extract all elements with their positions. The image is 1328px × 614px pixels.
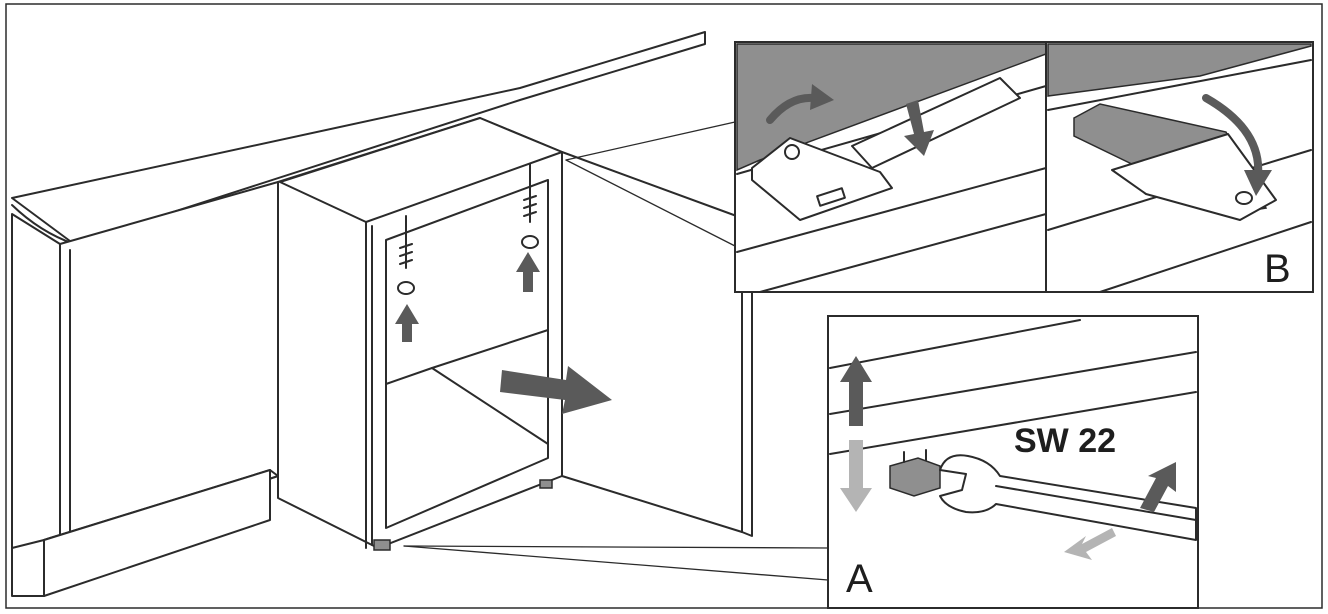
detail-panel-leveling: SW 22 A [827, 315, 1199, 609]
push-arrow-icon [516, 252, 540, 292]
push-arrow-icon [840, 356, 872, 426]
detail-panel-hinge: B [734, 41, 1314, 293]
wrench-size-label: SW 22 [1014, 422, 1116, 460]
push-arrow-icon [395, 304, 419, 342]
refrigerator [277, 117, 563, 551]
refrigerator-door [561, 151, 753, 537]
screw-icon [397, 215, 415, 295]
push-arrow-icon [840, 440, 872, 512]
refrigerator-back-foot [539, 479, 553, 489]
curved-arrow-icon [1064, 528, 1116, 560]
curved-arrow-icon [1202, 94, 1263, 180]
detail-label-b: B [1264, 247, 1291, 291]
curved-arrow-icon [1140, 462, 1176, 512]
refrigerator-front-foot [373, 539, 391, 551]
push-arrow-icon [500, 366, 612, 414]
detail-label-a: A [846, 557, 873, 601]
left-cabinet [11, 181, 279, 597]
adjusting-nut-icon [889, 449, 941, 497]
screw-icon [521, 163, 539, 249]
curved-arrow-icon [766, 93, 818, 124]
leader-lines [403, 121, 829, 581]
diagram-frame [5, 3, 1323, 609]
push-arrow-icon [904, 100, 934, 156]
wrench-icon [939, 454, 1197, 541]
